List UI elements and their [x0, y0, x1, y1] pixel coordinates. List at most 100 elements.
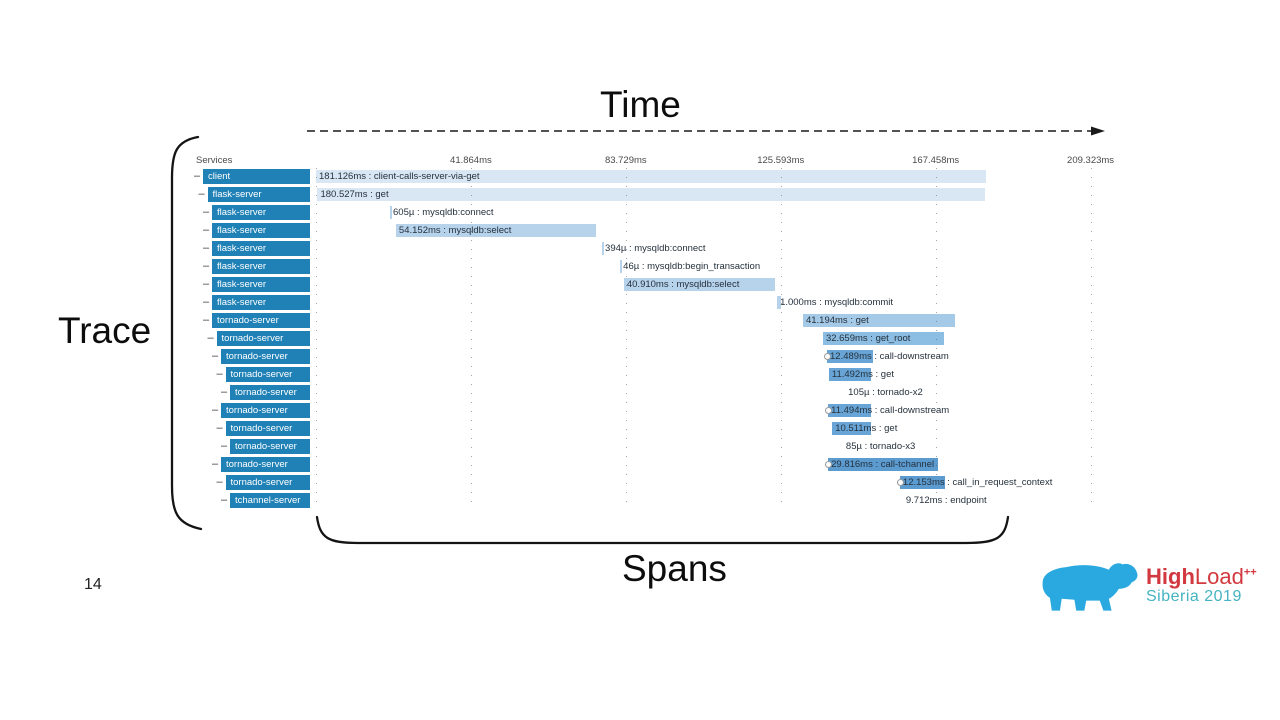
- span-label: 105µ : tornado-x2: [848, 387, 923, 398]
- trace-row[interactable]: – flask-server 1.000ms : mysqldb:commit: [190, 294, 1175, 312]
- span-bar[interactable]: [828, 404, 871, 417]
- trace-row[interactable]: – tornado-server 32.659ms : get_root: [190, 330, 1175, 348]
- spans-annotation-label: Spans: [622, 548, 727, 589]
- trace-row[interactable]: – tornado-server 85µ : tornado-x3: [190, 438, 1175, 456]
- service-label[interactable]: tornado-server: [230, 385, 310, 400]
- service-label[interactable]: tornado-server: [225, 421, 310, 436]
- collapse-minus-icon[interactable]: –: [203, 296, 210, 308]
- conference-logo: HighLoad++ Siberia 2019: [1146, 566, 1257, 605]
- service-label[interactable]: flask-server: [207, 187, 310, 202]
- trace-bracket-icon: [170, 135, 203, 531]
- span-bar[interactable]: [395, 224, 597, 237]
- span-label: 12.489ms : call-downstream: [830, 351, 949, 362]
- service-label[interactable]: tornado-server: [230, 439, 310, 454]
- collapse-minus-icon[interactable]: –: [212, 350, 219, 362]
- service-label[interactable]: tornado-server: [225, 367, 310, 382]
- logo-brand-bold: High: [1146, 564, 1195, 589]
- axis-tick-label: 167.458ms: [912, 155, 960, 166]
- span-label: 9.712ms : endpoint: [905, 495, 987, 506]
- service-label[interactable]: flask-server: [212, 259, 310, 274]
- collapse-minus-icon[interactable]: –: [207, 332, 214, 344]
- span-marker-icon: [825, 461, 833, 468]
- timeline-cell: 32.659ms : get_root: [316, 330, 1173, 348]
- trace-row[interactable]: – flask-server 54.152ms : mysqldb:select: [190, 222, 1175, 240]
- collapse-minus-icon[interactable]: –: [216, 368, 223, 380]
- service-label[interactable]: tornado-server: [221, 349, 310, 364]
- service-label[interactable]: flask-server: [212, 241, 310, 256]
- trace-row[interactable]: – flask-server 605µ : mysqldb:connect: [190, 204, 1175, 222]
- collapse-minus-icon[interactable]: –: [216, 476, 223, 488]
- span-bar[interactable]: [832, 422, 872, 435]
- trace-row[interactable]: – tchannel-server 9.712ms : endpoint: [190, 492, 1175, 510]
- collapse-minus-icon[interactable]: –: [221, 494, 228, 506]
- collapse-minus-icon[interactable]: –: [212, 458, 219, 470]
- span-bar[interactable]: [899, 476, 945, 489]
- trace-row[interactable]: – tornado-server 105µ : tornado-x2: [190, 384, 1175, 402]
- trace-row[interactable]: – flask-server 394µ : mysqldb:connect: [190, 240, 1175, 258]
- timeline-cell: 40.910ms : mysqldb:select: [316, 276, 1173, 294]
- trace-row[interactable]: – client 181.126ms : client-calls-server…: [190, 168, 1175, 186]
- collapse-minus-icon[interactable]: –: [203, 278, 210, 290]
- timeline-cell: 11.492ms : get: [316, 366, 1173, 384]
- span-bar[interactable]: [602, 242, 605, 255]
- collapse-minus-icon[interactable]: –: [203, 224, 210, 236]
- collapse-minus-icon[interactable]: –: [221, 440, 228, 452]
- span-bar[interactable]: [828, 458, 939, 471]
- span-label: 605µ : mysqldb:connect: [393, 207, 494, 218]
- trace-row[interactable]: – tornado-server 29.816ms : call-tchanne…: [190, 456, 1175, 474]
- collapse-minus-icon[interactable]: –: [212, 404, 219, 416]
- collapse-minus-icon[interactable]: –: [221, 386, 228, 398]
- service-label[interactable]: tornado-server: [221, 403, 310, 418]
- span-marker-icon: [825, 407, 833, 414]
- span-bar[interactable]: [827, 350, 874, 363]
- collapse-minus-icon[interactable]: –: [194, 170, 201, 182]
- trace-row[interactable]: – tornado-server 41.194ms : get: [190, 312, 1175, 330]
- span-label: 29.816ms : call-tchannel: [831, 459, 935, 470]
- collapse-minus-icon[interactable]: –: [203, 260, 210, 272]
- timeline-cell: 12.153ms : call_in_request_context: [316, 474, 1173, 492]
- span-bar[interactable]: [620, 260, 623, 273]
- collapse-minus-icon[interactable]: –: [203, 206, 210, 218]
- service-label[interactable]: client: [203, 169, 310, 184]
- span-label: 85µ : tornado-x3: [845, 441, 916, 452]
- timeline-cell: 46µ : mysqldb:begin_transaction: [316, 258, 1173, 276]
- trace-row[interactable]: – tornado-server 10.511ms : get: [190, 420, 1175, 438]
- span-bar[interactable]: [802, 314, 956, 327]
- service-label[interactable]: tornado-server: [225, 475, 310, 490]
- span-bar[interactable]: [822, 332, 944, 345]
- collapse-minus-icon[interactable]: –: [216, 422, 223, 434]
- trace-row[interactable]: – flask-server 180.527ms : get: [190, 186, 1175, 204]
- collapse-minus-icon[interactable]: –: [198, 188, 205, 200]
- span-bar[interactable]: [828, 368, 872, 381]
- trace-row[interactable]: – tornado-server 12.153ms : call_in_requ…: [190, 474, 1175, 492]
- service-label[interactable]: tornado-server: [221, 457, 310, 472]
- trace-row[interactable]: – tornado-server 11.494ms : call-downstr…: [190, 402, 1175, 420]
- span-bar[interactable]: [390, 206, 393, 219]
- trace-row[interactable]: – flask-server 40.910ms : mysqldb:select: [190, 276, 1175, 294]
- service-label[interactable]: tornado-server: [212, 313, 310, 328]
- collapse-minus-icon[interactable]: –: [203, 242, 210, 254]
- service-label[interactable]: flask-server: [212, 295, 310, 310]
- span-bar[interactable]: [316, 170, 987, 183]
- span-label: 180.527ms : get: [320, 189, 389, 200]
- timeline-cell: 181.126ms : client-calls-server-via-get: [316, 168, 1173, 186]
- service-label[interactable]: tchannel-server: [230, 493, 310, 508]
- span-bar[interactable]: [317, 188, 986, 201]
- service-label[interactable]: tornado-server: [216, 331, 310, 346]
- trace-row[interactable]: – tornado-server 11.492ms : get: [190, 366, 1175, 384]
- collapse-minus-icon[interactable]: –: [203, 314, 210, 326]
- service-label[interactable]: flask-server: [212, 205, 310, 220]
- timeline-cell: 85µ : tornado-x3: [316, 438, 1173, 456]
- trace-row[interactable]: – tornado-server 12.489ms : call-downstr…: [190, 348, 1175, 366]
- service-label[interactable]: flask-server: [212, 223, 310, 238]
- spans-brace-icon: [315, 515, 1010, 545]
- trace-row[interactable]: – flask-server 46µ : mysqldb:begin_trans…: [190, 258, 1175, 276]
- span-marker-icon: [896, 479, 904, 486]
- span-bar[interactable]: [623, 278, 776, 291]
- axis-tick-label: 209.323ms: [1067, 155, 1115, 166]
- span-bar[interactable]: [777, 296, 781, 309]
- service-label[interactable]: flask-server: [212, 277, 310, 292]
- timeline-cell: 12.489ms : call-downstream: [316, 348, 1173, 366]
